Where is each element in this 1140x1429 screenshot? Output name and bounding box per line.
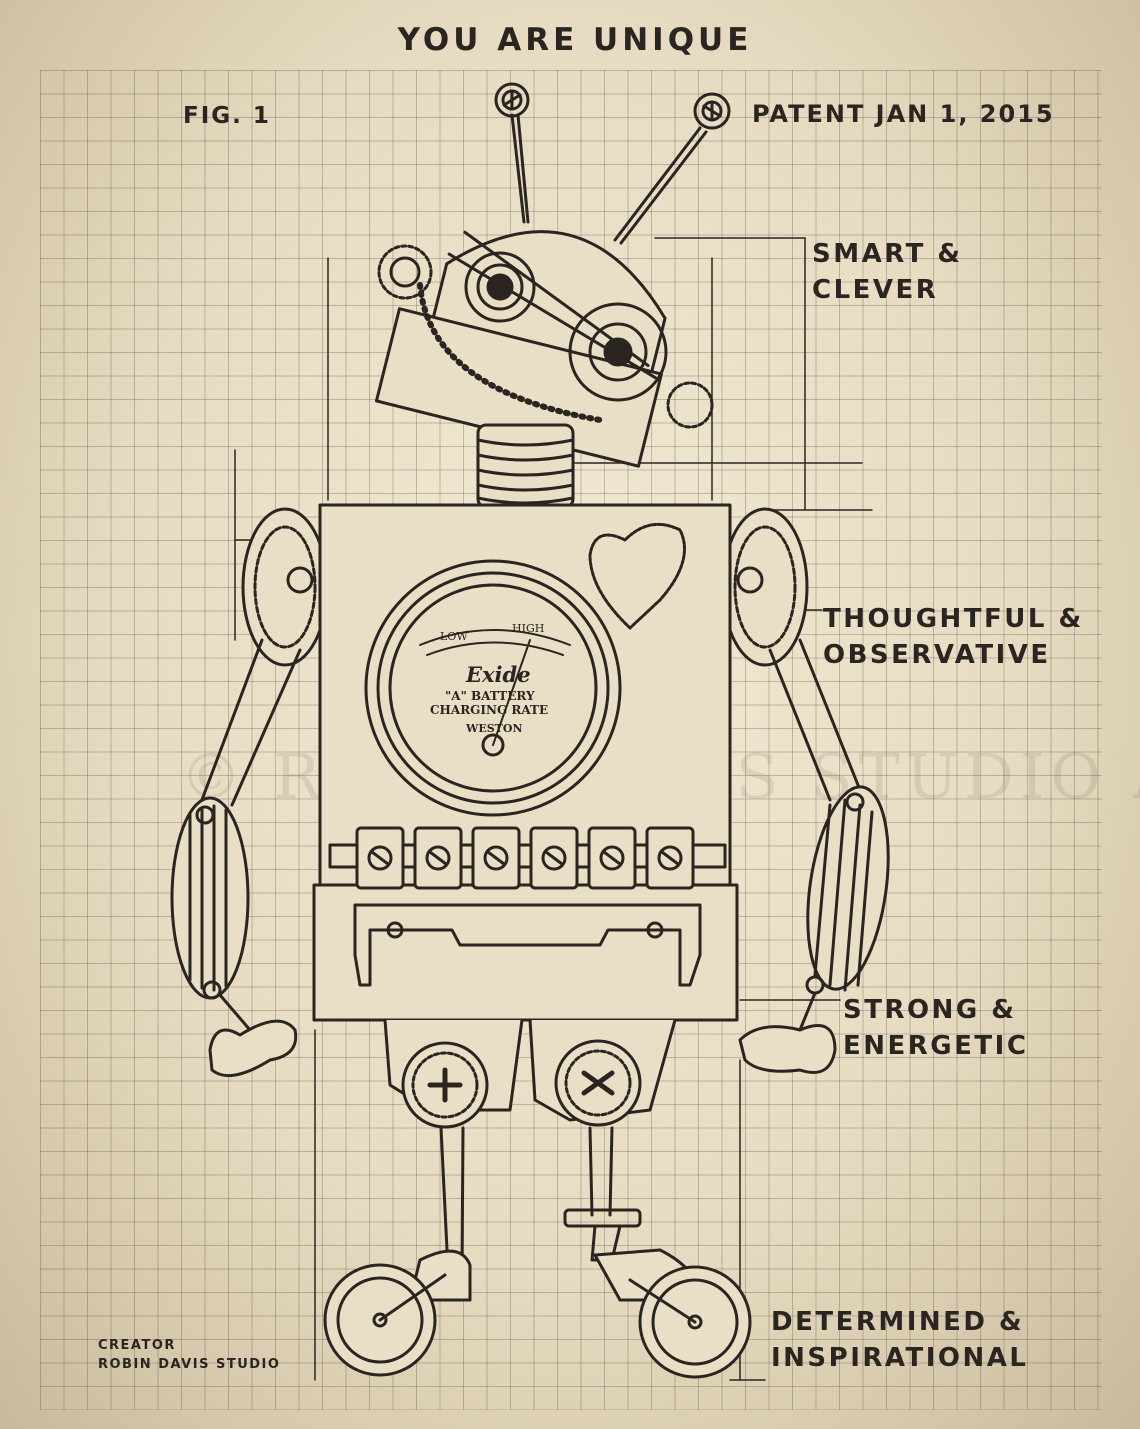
terminal-screw: [425, 845, 451, 871]
trait-strong: STRONG & ENERGETIC: [843, 992, 1028, 1064]
terminal-screw-slot: [660, 850, 680, 866]
trait-line: ENERGETIC: [843, 1031, 1029, 1061]
terminal-screw: [599, 845, 625, 871]
battery-gauge: [364, 559, 622, 817]
right-arm: [738, 638, 890, 1074]
head-gear: [377, 244, 714, 429]
trait-line: SMART &: [812, 239, 963, 269]
terminal-screw-slot: [602, 850, 622, 866]
bead-chain-mouth: [417, 282, 603, 423]
hip-gears: [383, 1018, 677, 1129]
creator-name: ROBIN DAVIS STUDIO: [98, 1357, 281, 1372]
terminal-screw: [483, 845, 509, 871]
left-caster-wheel: [323, 1249, 472, 1377]
trait-determined: DETERMINED & INSPIRATIONAL: [771, 1304, 1028, 1376]
trait-line: CLEVER: [812, 275, 939, 305]
trait-line: DETERMINED &: [771, 1307, 1025, 1337]
patent-date: PATENT JAN 1, 2015: [752, 100, 1055, 128]
trait-line: THOUGHTFUL &: [823, 604, 1084, 634]
legs: [439, 1126, 642, 1272]
terminal-screw-slot: [428, 850, 448, 866]
terminal-screw: [657, 845, 683, 871]
left-eye: [464, 251, 536, 323]
terminal-screw: [367, 845, 393, 871]
leader-lines: [234, 237, 873, 1381]
gauge-line1: "A" BATTERY: [445, 689, 535, 703]
antenna-left: [494, 82, 530, 224]
gauge-labels: LOW HIGH Exide "A" BATTERY CHARGING RATE…: [430, 622, 548, 735]
terminal-screw: [541, 845, 567, 871]
right-caster-wheel: [593, 1248, 752, 1379]
antenna-right: [613, 92, 731, 245]
gauge-maker: WESTON: [465, 722, 523, 735]
trait-line: INSPIRATIONAL: [771, 1343, 1029, 1373]
gauge-low-label: LOW: [440, 630, 468, 643]
terminal-screw-slot: [370, 850, 390, 866]
trait-thoughtful: THOUGHTFUL & OBSERVATIVE: [823, 601, 1084, 673]
trait-line: OBSERVATIVE: [823, 640, 1051, 670]
creator-credit: CREATOR ROBIN DAVIS STUDIO: [98, 1336, 280, 1374]
right-shoulder-gear: [721, 507, 809, 667]
neck-spring: [476, 423, 575, 509]
gauge-line2: CHARGING RATE: [430, 703, 548, 717]
gauge-high-label: HIGH: [512, 622, 544, 635]
terminal-screw-slot: [486, 850, 506, 866]
trait-line: STRONG &: [843, 995, 1017, 1025]
poster-title: YOU ARE UNIQUE: [397, 22, 753, 58]
figure-label: FIG. 1: [183, 103, 271, 129]
left-arm: [170, 638, 302, 1078]
gauge-brand: Exide: [465, 662, 531, 687]
left-shoulder-gear: [241, 507, 329, 667]
heart-badge: [588, 522, 686, 630]
creator-label: CREATOR: [98, 1338, 176, 1353]
terminal-screw-slot: [544, 850, 564, 866]
right-eye: [568, 302, 668, 402]
terminal-strip: [328, 826, 727, 890]
trait-smart: SMART & CLEVER: [812, 236, 963, 308]
